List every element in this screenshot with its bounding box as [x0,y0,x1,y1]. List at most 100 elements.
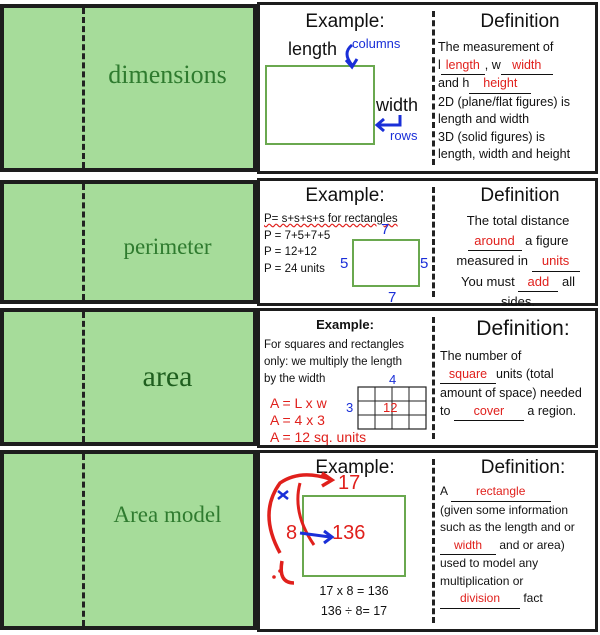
definition-cell: Example: Definition P= s+s+s+s for recta… [257,178,598,309]
def-text: to [440,404,451,418]
fill-in-answer: width [500,57,553,75]
def-line: length and width [438,112,530,126]
definition-cell: Example: Definition: For squares and rec… [257,308,598,448]
row-area-model: Area model Example: Definition: 17 8 136… [0,450,600,634]
example-rectangle [265,65,375,145]
intro-line: by the width [264,373,326,385]
def-text: a region. [527,404,577,418]
model-left-label: 8 [286,522,298,544]
work-line: P = 7+5+7+5 [264,229,331,242]
definition-text: The total distance around a figure measu… [438,211,598,312]
def-text: fact [523,591,543,605]
work-line: P = 24 units [264,262,325,275]
length-label: length [288,39,338,59]
def-text: A [440,484,448,498]
def-line: to cover a region. [440,402,598,421]
fill-in-answer: add [518,272,559,292]
fold-line [82,8,85,168]
fill-in-answer: division [440,590,520,609]
definition-text: A rectangle (given some information such… [440,483,598,609]
def-line: division fact [440,590,598,609]
work-line: P= s+s+s+s for rectangles [264,213,398,225]
def-line: width and or area) [440,537,598,555]
fold-line [82,184,85,300]
term-cell: area [0,308,257,446]
fill-in-answer: height [469,75,532,94]
divider-dashed [432,11,435,165]
definition-heading: Definition: [476,317,570,340]
model-result: 136 [332,522,366,544]
side-label-right: 5 [420,255,429,272]
area-intro: For squares and rectangles only: we mult… [264,337,404,388]
def-text: all [561,273,575,289]
area-work: A = L x w A = 4 x 3 A = 12 sq. units [270,395,366,446]
fold-line [82,454,85,626]
grid-label-center: 12 [383,400,398,415]
def-line: such as the length and or [440,520,575,534]
row-dimensions: dimensions Example: Definition length co… [0,0,600,176]
divider-dashed [432,459,435,623]
def-line: (given some information [440,502,569,517]
area-grid [357,386,427,430]
model-equations: 17 x 8 = 136 136 ÷ 8= 17 [304,581,404,621]
def-text: l [438,57,441,72]
def-line: length, width and height [438,147,571,161]
fill-in-answer: length [440,57,485,75]
term-cell: perimeter [0,180,257,304]
area-model-rectangle [302,495,406,577]
def-line: used to model any [440,556,539,570]
example-heading: Example: [315,457,395,478]
def-line: The number of [440,349,522,363]
def-text: measured in [456,253,528,268]
def-line: amount of space) needed [440,386,582,400]
work-line: P = 12+12 [264,246,317,258]
term-label: dimensions [108,60,227,89]
side-label-left: 5 [340,255,349,272]
definition-heading: Definition [480,185,560,206]
def-text: a figure [525,232,569,248]
term-cell: dimensions [0,4,257,172]
def-line: around a figure [438,231,598,251]
intro-line: For squares and rectangles [264,339,404,351]
fill-in-answer: rectangle [450,483,551,502]
row-area: area Example: Definition: For squares an… [0,306,600,448]
model-top-label: 17 [338,472,361,494]
side-label-top: 7 [381,221,390,238]
term-label: Area model [113,502,222,527]
def-text: , w [484,57,501,72]
perimeter-work: P= s+s+s+s for rectangles P = 7+5+7+5 P … [264,211,398,277]
fill-in-answer: units [531,251,580,272]
def-line: measured in units [438,251,598,272]
def-text: units (total [496,367,554,381]
width-label: width [376,95,419,115]
definition-heading: Definition: [480,457,566,478]
def-line: 3D (solid figures) is [438,129,545,144]
blue-arrows [344,43,402,133]
equation-line: 17 x 8 = 136 [319,584,389,598]
rows-label: rows [390,128,418,143]
example-heading: Example: [316,317,374,332]
fill-in-answer: around [467,231,522,251]
term-cell: Area model [0,450,257,630]
side-label-bottom: 7 [388,289,397,306]
equation-line: 136 ÷ 8= 17 [320,604,388,618]
def-line: You must add all [438,272,598,292]
definition-heading: Definition [480,11,560,32]
example-heading: Example: [305,11,385,32]
def-text: and h [438,76,470,90]
term-label: area [142,360,193,393]
term-label: perimeter [123,234,212,259]
def-text: and or area) [499,537,565,552]
grid-label-top: 4 [389,372,397,387]
def-text: You must [461,273,515,289]
def-line: A rectangle [440,483,598,502]
work-line: A = 4 x 3 [270,412,325,428]
def-line: 2D (plane/flat figures) is [438,94,571,109]
columns-label: columns [352,36,401,51]
def-line: sides. [501,294,535,309]
